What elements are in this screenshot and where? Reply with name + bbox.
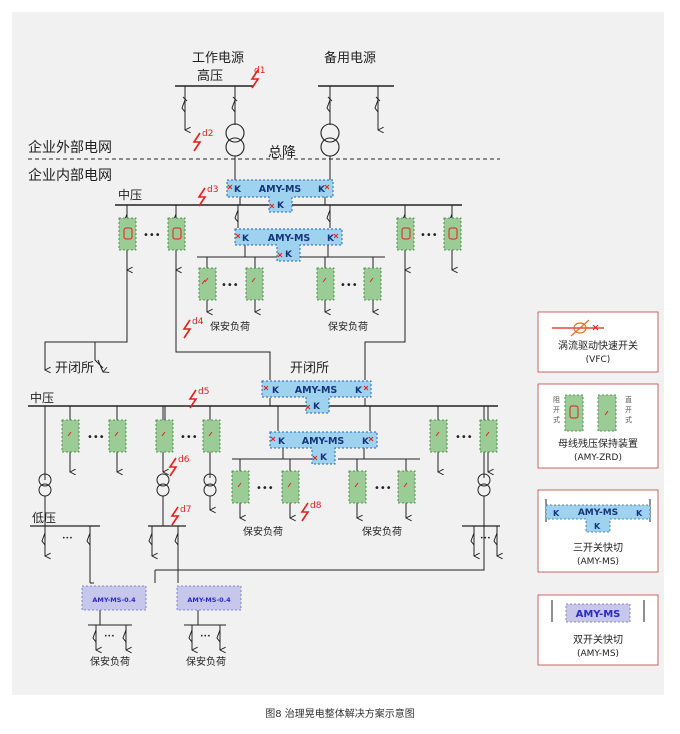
- ms04-title: AMY-MS-0.4: [187, 596, 231, 604]
- legend-ms2-code: (AMY-MS): [577, 649, 619, 659]
- ms-k-label: K: [242, 234, 250, 244]
- ellipsis: •••: [256, 483, 274, 494]
- ms-k-label: K: [320, 453, 328, 463]
- ellipsis: •••: [420, 230, 438, 241]
- ellipsis: •••: [455, 432, 473, 443]
- security-load-label: 保安负荷: [90, 655, 130, 668]
- ms-title: AMY-MS: [576, 609, 621, 620]
- legend-zrd: 阻 开 式 直 开 式 母线残压保持装置 (AMY-ZRD): [537, 383, 659, 469]
- legend-vfc: 涡流驱动快速开关 (VFC): [537, 311, 659, 373]
- zrd-right-char: 开: [625, 406, 632, 414]
- transformer-left: [225, 123, 245, 157]
- ms-k-label: K: [278, 437, 286, 447]
- fault-label-d4: d4: [192, 317, 204, 327]
- fault-label-d3: d3: [207, 185, 218, 195]
- top-section: [28, 85, 500, 380]
- zrd-mid-group: [61, 419, 498, 504]
- zrd-right-char: 式: [625, 415, 632, 424]
- security-load-label: 保安负荷: [362, 525, 402, 538]
- fault-label-d7: d7: [180, 505, 191, 515]
- external-grid-label: 企业外部电网: [28, 139, 112, 156]
- ms-title: AMY-MS: [578, 508, 618, 518]
- legend-ms3-title: 三开关快切: [573, 541, 623, 554]
- ms-box-2: K K K AMY-MS: [234, 228, 343, 262]
- ms04-box-right: AMY-MS-0.4: [176, 585, 242, 611]
- ms-k-label: K: [272, 386, 280, 396]
- zrd-left-char: 阻: [553, 395, 560, 404]
- ms-k-label: K: [318, 185, 326, 195]
- work-power-label: 工作电源: [192, 51, 244, 66]
- low-voltage-section: [30, 516, 500, 650]
- legend-zrd-code: (AMY-ZRD): [574, 453, 622, 463]
- legend-vfc-code: (VFC): [586, 355, 611, 365]
- high-voltage-label: 高压: [197, 68, 223, 84]
- ms-box-1: K K K AMY-MS: [226, 179, 334, 213]
- small-ellipsis: •••: [62, 535, 73, 542]
- fault-label-d5: d5: [198, 387, 209, 397]
- middle-section: [28, 398, 498, 518]
- ms-k-label: K: [636, 509, 643, 518]
- legend-vfc-title: 涡流驱动快速开关: [558, 339, 638, 352]
- main-substation-label: 总降: [268, 145, 296, 161]
- ms-title: AMY-MS: [295, 385, 338, 396]
- ms-title: AMY-MS: [259, 184, 302, 195]
- ms-k-label: K: [313, 402, 321, 412]
- ms-k-label: K: [327, 234, 335, 244]
- legend-ms2-title: 双开关快切: [573, 633, 623, 646]
- legend-ms3-code: (AMY-MS): [577, 557, 619, 567]
- security-load-label: 保安负荷: [210, 320, 250, 333]
- ms-box-3: K K K AMY-MS: [261, 380, 372, 414]
- small-ellipsis: •••: [200, 633, 211, 640]
- ms-k-label: K: [355, 386, 363, 396]
- switch-station-right-label: 开闭所: [290, 361, 329, 376]
- zrd-mid-marks: [67, 431, 490, 488]
- vfc-switch-icon: [573, 322, 587, 334]
- fault-label-d1: d1: [254, 66, 265, 76]
- internal-grid-label: 企业内部电网: [28, 167, 112, 184]
- zrd-left-char: 开: [553, 406, 560, 414]
- mid-voltage-label-2: 中压: [30, 390, 54, 405]
- ms-k-label: K: [594, 522, 601, 531]
- switch-station-left-label: 开闭所: [55, 361, 94, 376]
- ellipsis: •••: [180, 432, 198, 443]
- small-ellipsis: •••: [104, 633, 115, 640]
- small-ellipsis: •••: [480, 535, 491, 542]
- fault-bolts: [168, 69, 310, 526]
- mid-voltage-label-1: 中压: [118, 187, 142, 202]
- zrd-top-marks: [123, 227, 458, 285]
- ms-k-label: K: [553, 509, 560, 518]
- ellipsis: •••: [143, 230, 161, 241]
- ms-k-label: K: [285, 250, 293, 260]
- figure-caption: 图8 治理晃电整体解决方案示意图: [265, 709, 415, 720]
- fault-label-d8: d8: [310, 501, 322, 511]
- ellipsis: •••: [221, 280, 239, 291]
- ms-title: AMY-MS: [268, 233, 311, 244]
- ellipsis: •••: [374, 483, 392, 494]
- ms-box-4: K K K AMY-MS: [269, 431, 378, 465]
- zrd-top-group: [118, 217, 462, 301]
- ellipsis: •••: [340, 280, 358, 291]
- ms04-title: AMY-MS-0.4: [92, 596, 136, 604]
- legend-zrd-title: 母线残压保持装置: [558, 437, 638, 450]
- security-load-label: 保安负荷: [328, 320, 368, 333]
- zrd-left-char: 式: [553, 415, 560, 424]
- ms04-box-left: AMY-MS-0.4: [81, 585, 147, 611]
- ms-k-label: K: [362, 437, 370, 447]
- backup-power-label: 备用电源: [324, 50, 376, 66]
- ms-k-label: K: [234, 185, 242, 195]
- legend-ms3: K K K AMY-MS 三开关快切 (AMY-MS): [537, 489, 659, 573]
- ellipsis: •••: [87, 432, 105, 443]
- security-load-label: 保安负荷: [243, 525, 283, 538]
- ms-k-label: K: [277, 201, 285, 211]
- low-voltage-label: 低压: [32, 511, 56, 525]
- legend-ms2: AMY-MS 双开关快切 (AMY-MS): [537, 594, 659, 666]
- mid-transformers: [38, 473, 491, 516]
- transformer-right: [320, 123, 340, 157]
- security-load-label: 保安负荷: [186, 655, 226, 668]
- fault-label-d6: d6: [178, 455, 190, 465]
- fault-label-d2: d2: [202, 129, 213, 139]
- ms-title: AMY-MS: [302, 436, 345, 447]
- zrd-right-char: 直: [625, 395, 632, 404]
